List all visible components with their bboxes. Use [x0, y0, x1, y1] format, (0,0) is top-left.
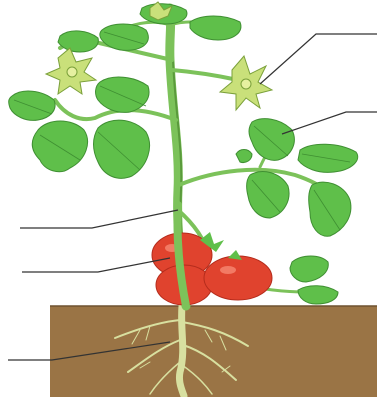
leaf	[32, 121, 87, 172]
fruits	[152, 232, 272, 305]
leaf	[94, 120, 150, 178]
pointer-fruit	[22, 258, 170, 272]
pointer-stem	[20, 210, 178, 228]
leaf	[309, 182, 351, 236]
branch	[172, 70, 238, 80]
flower	[46, 48, 96, 94]
leaf	[247, 172, 289, 218]
flower	[220, 56, 272, 110]
leaf	[9, 91, 55, 120]
leaf	[290, 256, 328, 282]
leaf	[96, 77, 149, 112]
pointer-flower	[260, 34, 377, 84]
soil	[50, 306, 377, 397]
leaf	[298, 286, 338, 304]
tomato-highlight	[220, 266, 236, 274]
leaf	[236, 150, 252, 163]
leaf	[58, 31, 98, 52]
leaf	[249, 119, 294, 161]
tomato	[204, 256, 272, 300]
pointer-leaf	[282, 112, 377, 134]
leaf	[190, 16, 241, 40]
